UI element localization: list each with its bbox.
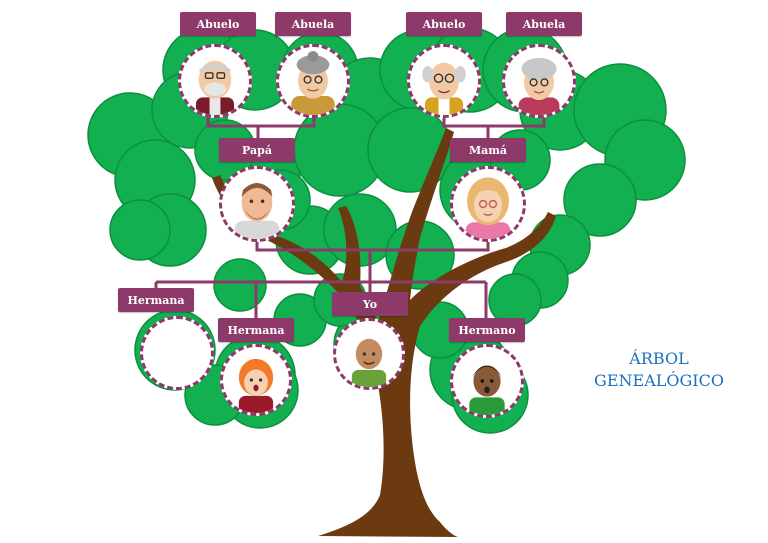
portrait-hermana-1 bbox=[140, 316, 214, 390]
title-line-1: ÁRBOL bbox=[629, 349, 689, 368]
portrait-papa bbox=[219, 166, 295, 242]
boy-icon bbox=[351, 338, 387, 387]
grandfather-icon bbox=[422, 62, 466, 115]
portrait-abuelo-materno bbox=[407, 44, 481, 118]
grandmother-icon bbox=[518, 57, 560, 115]
label-abuelo-paterno: Abuelo bbox=[180, 12, 256, 36]
label-abuela-paterna: Abuela bbox=[275, 12, 351, 36]
portrait-abuela-materna bbox=[502, 44, 576, 118]
label-abuela-materna: Abuela bbox=[506, 12, 582, 36]
boy-icon bbox=[469, 365, 505, 415]
father-icon bbox=[234, 183, 280, 239]
portrait-mama bbox=[450, 166, 526, 242]
foliage-cloud bbox=[563, 163, 637, 237]
label-yo: Yo bbox=[332, 292, 408, 316]
portrait-abuelo-paterno bbox=[178, 44, 252, 118]
label-abuelo-materno: Abuelo bbox=[406, 12, 482, 36]
diagram-title: ÁRBOL GENEALÓGICO bbox=[584, 348, 734, 392]
foliage-cloud bbox=[109, 199, 171, 261]
mother-icon bbox=[465, 177, 511, 239]
portrait-hermana-2 bbox=[220, 344, 292, 416]
label-hermana-2: Hermana bbox=[218, 318, 294, 342]
title-line-2: GENEALÓGICO bbox=[594, 371, 724, 390]
label-papa: Papá bbox=[219, 138, 295, 162]
foliage-cloud bbox=[323, 193, 397, 267]
trunk-body bbox=[262, 128, 556, 537]
empty-portrait bbox=[143, 319, 211, 387]
label-hermana-1: Hermana bbox=[118, 288, 194, 312]
label-mama: Mamá bbox=[450, 138, 526, 162]
grandfather-icon bbox=[195, 60, 235, 115]
portrait-hermano bbox=[450, 344, 524, 418]
foliage-cloud bbox=[213, 258, 267, 312]
label-hermano: Hermano bbox=[449, 318, 525, 342]
portrait-yo bbox=[333, 318, 405, 390]
grandmother-icon bbox=[291, 51, 335, 115]
girl-icon bbox=[238, 358, 274, 413]
portrait-abuela-paterna bbox=[276, 44, 350, 118]
